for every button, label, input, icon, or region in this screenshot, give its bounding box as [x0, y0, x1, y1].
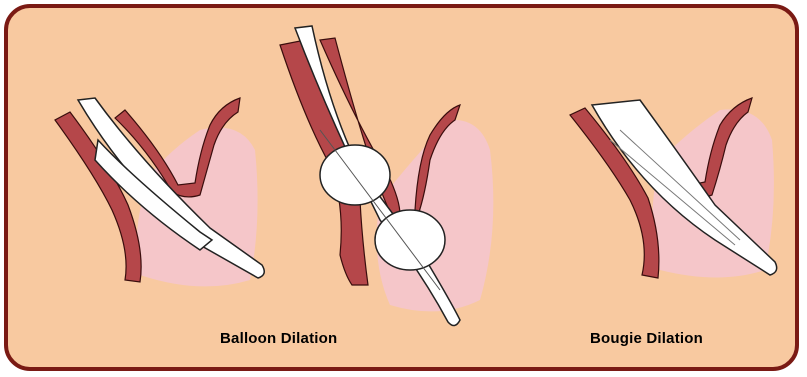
- inflated-balloon-upper: [320, 145, 390, 205]
- bougie-dilation-caption: Bougie Dilation: [590, 330, 703, 347]
- balloon-dilation-caption: Balloon Dilation: [220, 330, 337, 347]
- inflated-balloon-lower: [375, 210, 445, 270]
- bougie-scene: [570, 98, 777, 278]
- esophagus-wall-left-1: [55, 112, 141, 282]
- inflated-balloon-scene: [280, 26, 493, 326]
- deflated-balloon-scene: [55, 98, 264, 286]
